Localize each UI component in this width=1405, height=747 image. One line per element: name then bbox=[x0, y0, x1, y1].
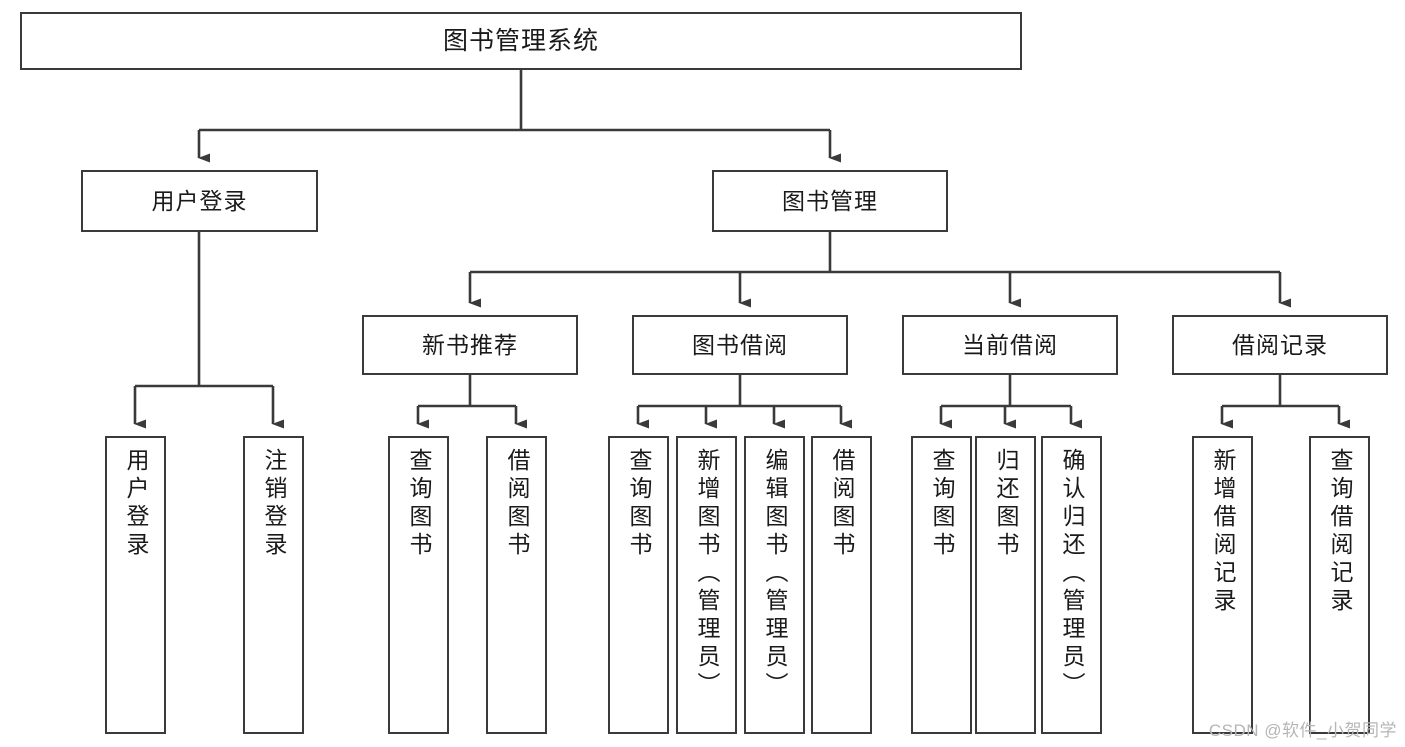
node-label: 注销登录 bbox=[261, 448, 287, 560]
node-label: 归还图书 bbox=[993, 448, 1019, 560]
node-label: 借阅图书 bbox=[504, 448, 530, 560]
node-root-library-system[interactable]: 图书管理系统 bbox=[20, 12, 1022, 70]
node-label: 查询图书 bbox=[406, 448, 432, 560]
leaf-borrow-book-recommend[interactable]: 借阅图书 bbox=[486, 436, 547, 734]
node-label: 借阅记录 bbox=[1232, 331, 1328, 358]
leaf-add-borrow-record[interactable]: 新增借阅记录 bbox=[1192, 436, 1253, 734]
node-label: 新增借阅记录 bbox=[1210, 448, 1236, 616]
leaf-return-book[interactable]: 归还图书 bbox=[975, 436, 1036, 734]
node-label: 用户登录 bbox=[123, 448, 149, 560]
node-label: 图书管理系统 bbox=[442, 26, 599, 55]
node-label: 编辑图书（管理员） bbox=[762, 448, 788, 700]
node-label: 新增图书（管理员） bbox=[694, 448, 720, 700]
node-borrow-record[interactable]: 借阅记录 bbox=[1172, 315, 1388, 375]
leaf-query-borrow-record[interactable]: 查询借阅记录 bbox=[1309, 436, 1370, 734]
leaf-logout[interactable]: 注销登录 bbox=[243, 436, 304, 734]
node-label: 图书管理 bbox=[782, 187, 878, 214]
leaf-user-login[interactable]: 用户登录 bbox=[105, 436, 166, 734]
leaf-query-book-recommend[interactable]: 查询图书 bbox=[388, 436, 449, 734]
node-label: 借阅图书 bbox=[829, 448, 855, 560]
leaf-add-book-admin[interactable]: 新增图书（管理员） bbox=[676, 436, 737, 734]
node-label: 查询图书 bbox=[626, 448, 652, 560]
node-label: 查询图书 bbox=[929, 448, 955, 560]
leaf-query-book-current[interactable]: 查询图书 bbox=[911, 436, 972, 734]
node-book-borrow[interactable]: 图书借阅 bbox=[632, 315, 848, 375]
leaf-query-book-borrow[interactable]: 查询图书 bbox=[608, 436, 669, 734]
node-label: 当前借阅 bbox=[962, 331, 1058, 358]
leaf-confirm-return-admin[interactable]: 确认归还（管理员） bbox=[1041, 436, 1102, 734]
node-label: 查询借阅记录 bbox=[1327, 448, 1353, 616]
node-current-borrow[interactable]: 当前借阅 bbox=[902, 315, 1118, 375]
node-label: 图书借阅 bbox=[692, 331, 788, 358]
node-label: 确认归还（管理员） bbox=[1059, 448, 1085, 700]
node-label: 用户登录 bbox=[151, 187, 248, 214]
leaf-edit-book-admin[interactable]: 编辑图书（管理员） bbox=[744, 436, 805, 734]
node-new-book-recommend[interactable]: 新书推荐 bbox=[362, 315, 578, 375]
node-book-management[interactable]: 图书管理 bbox=[712, 170, 948, 232]
node-label: 新书推荐 bbox=[422, 331, 518, 358]
watermark-text: CSDN @软件_小贺同学 bbox=[1208, 721, 1397, 740]
node-user-login[interactable]: 用户登录 bbox=[81, 170, 318, 232]
leaf-borrow-book[interactable]: 借阅图书 bbox=[811, 436, 872, 734]
